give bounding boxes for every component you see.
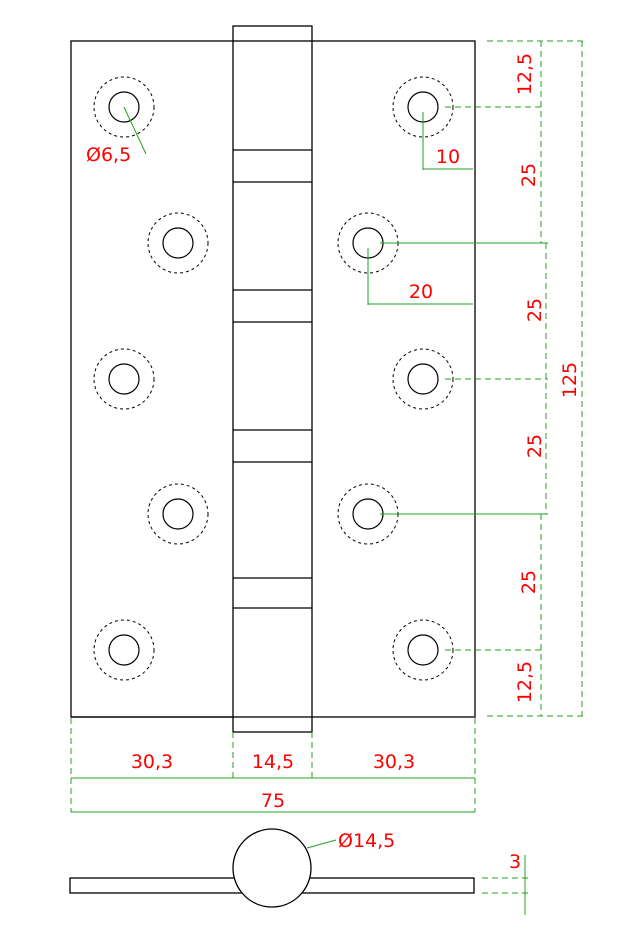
vertical-dimensions: 12,5 25 25 25 25 12,5 125 [380,40,584,717]
dim-overall-width: 75 [261,790,285,812]
screw-hole [392,619,454,681]
horizontal-dimensions: 30,3 14,5 30,3 75 [70,718,476,813]
countersink-circle [93,619,155,681]
hinge-front-view [70,25,476,733]
dim-hole-spacing-2: 25 [524,298,546,322]
knuckle-barrel [232,25,313,733]
dim-leaf-width-left: 30,3 [131,751,173,773]
leader-line [123,106,147,155]
dim-hole-inner-offset: 20 [409,281,433,303]
hole-circle [352,498,384,530]
screw-hole [93,76,155,138]
dim-knuckle-width: 14,5 [252,751,294,773]
leader-line [306,839,337,849]
countersink-circle [147,483,209,545]
dim-hole-diameter: Ø6,5 [86,144,131,166]
hole-circle [108,363,140,395]
dim-hole-edge-offset: 10 [436,146,460,168]
countersink-circle [93,76,155,138]
screw-holes [93,76,454,681]
hole-circle [407,363,439,395]
screw-hole [147,212,209,274]
countersink-circle [392,76,454,138]
dim-leaf-thickness: 3 [509,851,521,873]
dim-pin-diameter: Ø14,5 [338,830,395,852]
hole-offset-dimensions: 10 20 Ø6,5 [86,106,473,305]
hinge-plate-outline [70,40,476,718]
pin-knuckle-circle [232,828,312,908]
countersink-circle [147,212,209,274]
hole-circle [162,498,194,530]
dim-hole-spacing-1: 25 [518,163,540,187]
dim-end-spacing-top: 12,5 [514,53,536,95]
countersink-circle [392,348,454,410]
hole-circle [162,227,194,259]
screw-hole [93,619,155,681]
hole-circle [108,91,140,123]
dim-overall-height: 125 [559,362,581,398]
countersink-circle [392,619,454,681]
hole-circle [407,634,439,666]
dim-leaf-width-right: 30,3 [373,751,415,773]
screw-hole [93,348,155,410]
hinge-side-view: Ø14,5 3 [69,828,529,915]
screw-hole [392,348,454,410]
dim-hole-spacing-4: 25 [518,570,540,594]
dim-hole-spacing-3: 25 [524,434,546,458]
hole-circle [108,634,140,666]
screw-hole [147,483,209,545]
countersink-circle [93,348,155,410]
dim-end-spacing-bottom: 12,5 [514,661,536,703]
